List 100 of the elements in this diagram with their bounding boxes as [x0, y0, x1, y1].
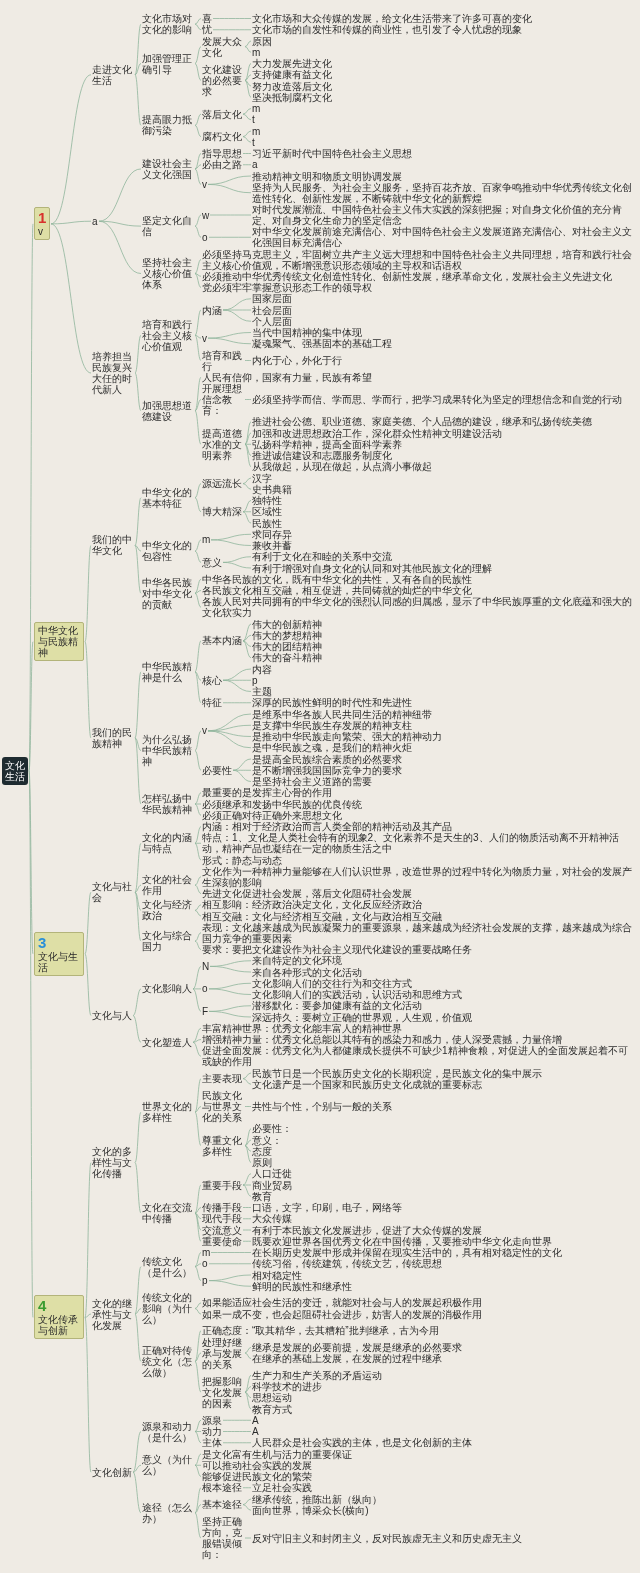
- connector-line: [84, 545, 92, 643]
- connector-line: [194, 940, 202, 950]
- connector-line: [134, 334, 142, 374]
- connector-line: [84, 1313, 92, 1318]
- connector-line: [194, 803, 202, 805]
- topic-text: 在继承的基础上发展，在发展的过程中继承: [252, 1353, 442, 1365]
- topic-text: 伟大的梦想精神: [252, 629, 322, 641]
- topic-text: 正确态度：“取其精华，去其糟粕”批判继承，古为今用: [202, 1325, 439, 1337]
- topic-text: 加强思想道德建设: [142, 399, 194, 422]
- topic-text: 落后文化: [202, 108, 242, 120]
- topic-text: 必须推动中华优秀传统文化创造性转化、创新性发展，继承革命文化，发展社会主义先进文化: [202, 270, 612, 282]
- topic-text: 人民群众是社会实践的主体，也是文化创新的主体: [252, 1437, 472, 1449]
- topic-text: 民族节日是一个民族历史文化的长期积淀，是民族文化的集中展示: [252, 1067, 542, 1079]
- connector-line: [212, 18, 252, 19]
- topic-text: 原则: [252, 1157, 272, 1168]
- topic-text: m: [202, 1247, 211, 1258]
- connector-line: [242, 1504, 252, 1511]
- connector-line: [134, 1162, 142, 1214]
- topic-text: 基本内涵: [202, 635, 242, 647]
- connector-line: [194, 1464, 202, 1477]
- connector-line: [222, 679, 252, 692]
- connector-line: [28, 641, 34, 772]
- connector-line: [242, 164, 252, 166]
- connector-line: [194, 113, 202, 126]
- topic-text: 途径（怎么办）: [142, 1501, 194, 1524]
- topic-text: 内涵：相对于经济政治而言人类全部的精神活动及其产品: [202, 821, 452, 832]
- topic-text: 正确对待传统文化（怎么做）: [142, 1344, 194, 1378]
- topic-text: 求同存异: [252, 528, 292, 540]
- connector-line: [194, 1302, 202, 1309]
- connector-line: [98, 168, 142, 222]
- topic-text: 党必须牢牢掌握意识形态工作的领导权: [202, 282, 372, 293]
- topic-text: 文化影响人: [142, 983, 192, 995]
- connector-line: [208, 236, 252, 238]
- topic-text: 加强管理正确引导: [142, 52, 194, 75]
- connector-line: [242, 1072, 252, 1080]
- topic-text: o: [202, 231, 208, 243]
- topic-text: 源泉: [202, 1414, 222, 1426]
- topic-text: 培养担当民族复兴大任的时代新人: [92, 351, 134, 395]
- connector-line: [244, 443, 252, 468]
- connector-line: [222, 556, 252, 563]
- connector-line: [194, 1330, 202, 1362]
- connector-line: [242, 113, 252, 121]
- topic-text: 是维系中华各族人民共同生活的精神纽带: [252, 708, 432, 720]
- topic-text: 形式：静态与动态: [202, 854, 282, 866]
- connector-line: [208, 988, 252, 995]
- connector-line: [222, 309, 252, 322]
- connector-line: [134, 545, 142, 552]
- topic-text: 文化遗产是一个国家和民族历史文化成就的重要标志: [252, 1078, 482, 1090]
- topic-text: 有利于文化在和睦的关系中交流: [252, 551, 392, 563]
- topic-text: 从我做起，从现在做起，从点滴小事做起: [252, 461, 432, 473]
- connector-line: [208, 1280, 252, 1287]
- connector-line: [194, 273, 202, 288]
- connector-line: [244, 399, 252, 400]
- connector-line: [242, 500, 252, 513]
- connector-line: [244, 1537, 252, 1539]
- connector-line: [242, 1240, 252, 1242]
- connector-line: [244, 1374, 252, 1393]
- topic-text: v: [202, 725, 207, 737]
- topic-text: o: [202, 983, 208, 995]
- topic-text: 继承传统，推陈出新（纵向）: [252, 1493, 382, 1505]
- topic-text: m: [202, 534, 211, 546]
- connector-line: [192, 1027, 202, 1043]
- topic-text: 传播手段: [202, 1202, 242, 1213]
- connector-line: [194, 1106, 202, 1113]
- connector-line: [244, 46, 252, 53]
- connector-line: [244, 74, 252, 81]
- topic-text: 来自特定的文化环境: [252, 955, 342, 967]
- topic-text: 要求：要把文化建设作为社会主义现代化建设的重要战略任务: [202, 944, 472, 955]
- topic-text: p: [202, 1275, 208, 1287]
- topic-text: 思想运动: [252, 1392, 292, 1404]
- topic-text: v: [202, 178, 207, 190]
- topic-text: 开展理想信念教育：: [202, 383, 244, 416]
- topic-text: 重要使命: [202, 1235, 242, 1247]
- connector-line: [244, 360, 252, 361]
- topic-text: 文化市场对文化的影响: [142, 13, 194, 36]
- connector-line: [194, 792, 202, 805]
- connector-line: [244, 63, 252, 81]
- topic-text: t: [252, 136, 255, 148]
- connector-line: [242, 623, 252, 642]
- topic-text: m: [252, 46, 261, 58]
- topic-text: 表现：文化越来越成为民族凝聚力的重要源泉，越来越成为经济社会发展的支撑，越来越成为综合国力竞争的重要因素: [202, 921, 636, 944]
- connector-line: [244, 443, 252, 456]
- topic-text: 如果一成不变，也会起阻碍社会进步，妨害人的发展的消极作用: [202, 1308, 482, 1320]
- topic-text: 处理好继承与发展的关系: [202, 1336, 244, 1370]
- connector-line: [194, 497, 202, 513]
- connector-line: [242, 511, 252, 513]
- topic-text: 教育方式: [252, 1403, 292, 1415]
- connector-line: [242, 1498, 252, 1506]
- topic-text: 动力: [202, 1426, 222, 1437]
- topic-text: 商业贸易: [252, 1179, 292, 1191]
- connector-line: [194, 376, 202, 412]
- connector-line: [194, 550, 202, 563]
- connector-line: [50, 223, 92, 374]
- topic-text: 文化在交流中传播: [142, 1202, 194, 1225]
- connector-line: [194, 1078, 202, 1113]
- connector-line: [194, 1212, 202, 1231]
- connector-line: [207, 337, 252, 345]
- connector-line: [84, 1162, 92, 1318]
- topic-text: 意义: [202, 556, 222, 568]
- topic-text: 文化的继承性与文化发展: [92, 1297, 134, 1331]
